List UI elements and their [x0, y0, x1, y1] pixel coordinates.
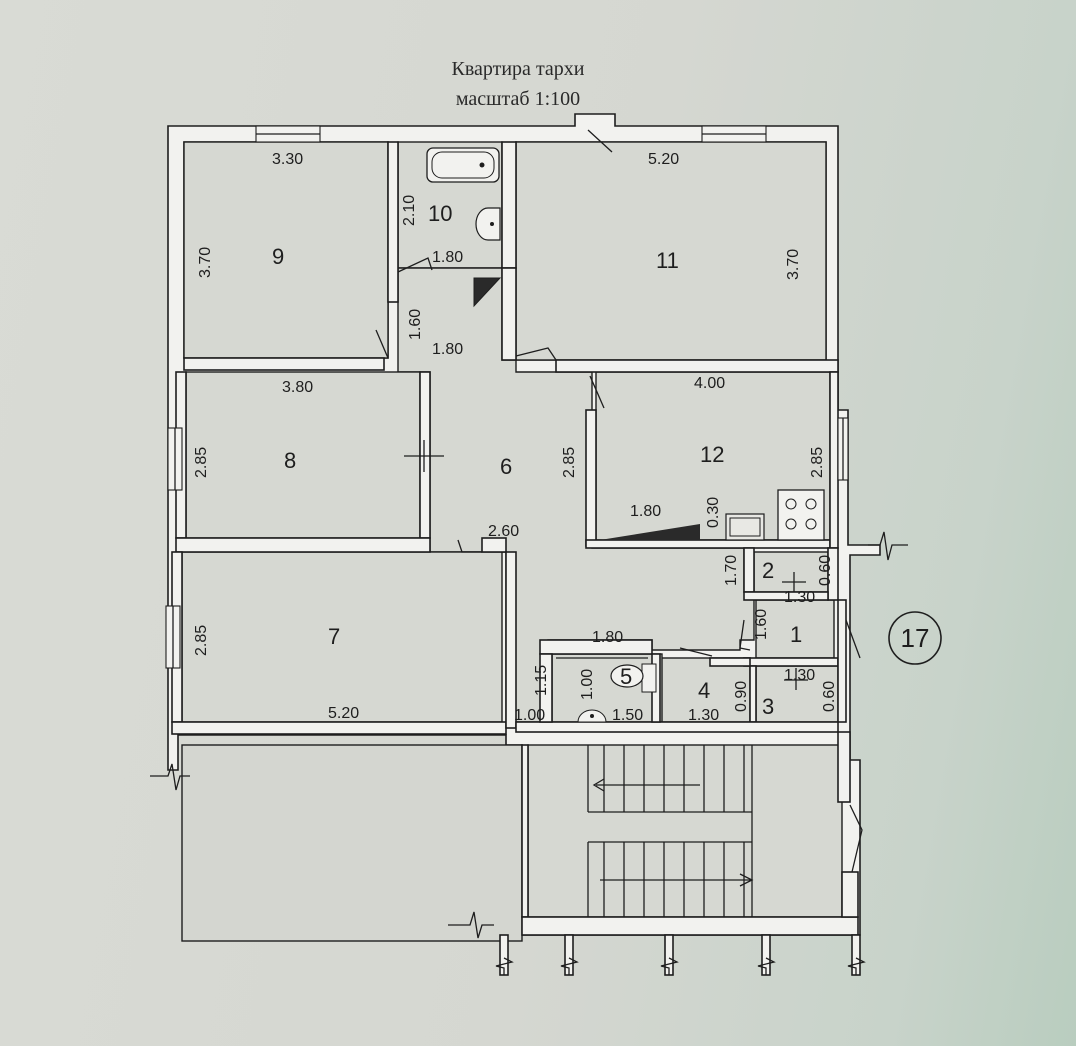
entrance-door [587, 129, 613, 153]
interior-walls [171, 141, 861, 976]
stair-arrow-icon [739, 873, 754, 887]
dimension-label: 3.80 [282, 379, 313, 396]
dimension-label: 1.60 [753, 609, 770, 640]
room-number: 11 [656, 248, 679, 273]
dimension-label: 3.70 [197, 247, 214, 278]
dimension-label: 4.00 [694, 375, 725, 392]
dimension-label: 3.70 [785, 249, 802, 280]
toilet-icon [610, 664, 644, 688]
dimension-label: 3.30 [272, 151, 303, 168]
toilet-tank-icon [641, 663, 657, 693]
room-number: 12 [700, 442, 724, 467]
door-7 [457, 539, 482, 553]
room-1 [755, 599, 835, 659]
dimension-label: 1.70 [723, 555, 740, 586]
door-12 [589, 375, 605, 409]
dimension-label: 2.85 [193, 625, 210, 656]
dimension-label: 1.80 [432, 341, 463, 358]
break-markers [150, 531, 908, 975]
door-11 [515, 347, 557, 361]
room-number: 3 [762, 694, 774, 719]
dimension-label: 5.20 [328, 705, 359, 722]
stair-arrow-icon [592, 778, 605, 792]
room-number: 1 [790, 622, 802, 647]
room-numbers: 9 10 11 8 6 12 7 2 1 3 4 5 [272, 201, 802, 719]
door-10 [397, 257, 433, 273]
room-number: 8 [284, 448, 296, 473]
dimensions: 3.30 3.70 2.10 1.80 5.20 3.70 1.60 1.80 … [193, 151, 838, 724]
windows [165, 125, 849, 669]
dimension-label: 1.50 [612, 707, 643, 724]
room-8 [185, 371, 421, 539]
dimension-label: 1.30 [784, 667, 815, 684]
room-number: 6 [500, 454, 512, 479]
room-number: 7 [328, 624, 340, 649]
door-4 [679, 647, 713, 657]
stairwell [527, 744, 843, 918]
dimension-label: 0.60 [821, 681, 838, 712]
room-11 [515, 141, 827, 361]
room-4 [659, 657, 751, 723]
dimension-label: 2.85 [809, 447, 826, 478]
dimension-label: 1.60 [407, 309, 424, 340]
plan-scale: масштаб 1:100 [455, 88, 581, 110]
shaft-icon [473, 277, 502, 308]
dimension-label: 1.30 [688, 707, 719, 724]
room-number: 2 [762, 558, 774, 583]
dimension-label: 1.00 [579, 669, 596, 700]
room-number: 5 [620, 664, 632, 689]
dimension-label: 1.15 [533, 665, 550, 696]
plan-title: Квартира тархи [451, 58, 585, 80]
dimension-label: 5.20 [648, 151, 679, 168]
door-9 [375, 329, 389, 359]
dimension-label: 0.90 [733, 681, 750, 712]
door-1 [739, 619, 751, 651]
fixtures [426, 147, 825, 723]
apartment-number: 17 [901, 623, 930, 653]
staircase [587, 745, 754, 917]
dimension-label: 1.80 [592, 629, 623, 646]
dimension-label: 0.60 [817, 555, 834, 586]
dimension-label: 2.85 [193, 447, 210, 478]
stove-icon [777, 489, 825, 541]
dimension-label: 1.00 [514, 707, 545, 724]
room-9 [183, 141, 389, 359]
dimension-label: 1.80 [432, 249, 463, 266]
dimension-label: 1.80 [630, 503, 661, 520]
dimension-label: 0.30 [705, 497, 722, 528]
dimension-label: 2.85 [561, 447, 578, 478]
neighbor-area [181, 744, 523, 942]
bathtub-icon [426, 147, 500, 183]
dimension-label: 2.60 [488, 523, 519, 540]
doors [375, 129, 863, 873]
room-7 [181, 551, 503, 723]
dimension-label: 1.30 [784, 589, 815, 606]
counter-shading [600, 524, 700, 540]
room-number: 9 [272, 244, 284, 269]
door-1b [845, 619, 861, 659]
room-number: 4 [698, 678, 710, 703]
room-number: 10 [428, 201, 452, 226]
apartment-badge: 17 [888, 611, 942, 665]
dimension-label: 2.10 [401, 195, 418, 226]
sink-icon [475, 207, 501, 241]
stair-door [849, 804, 863, 873]
